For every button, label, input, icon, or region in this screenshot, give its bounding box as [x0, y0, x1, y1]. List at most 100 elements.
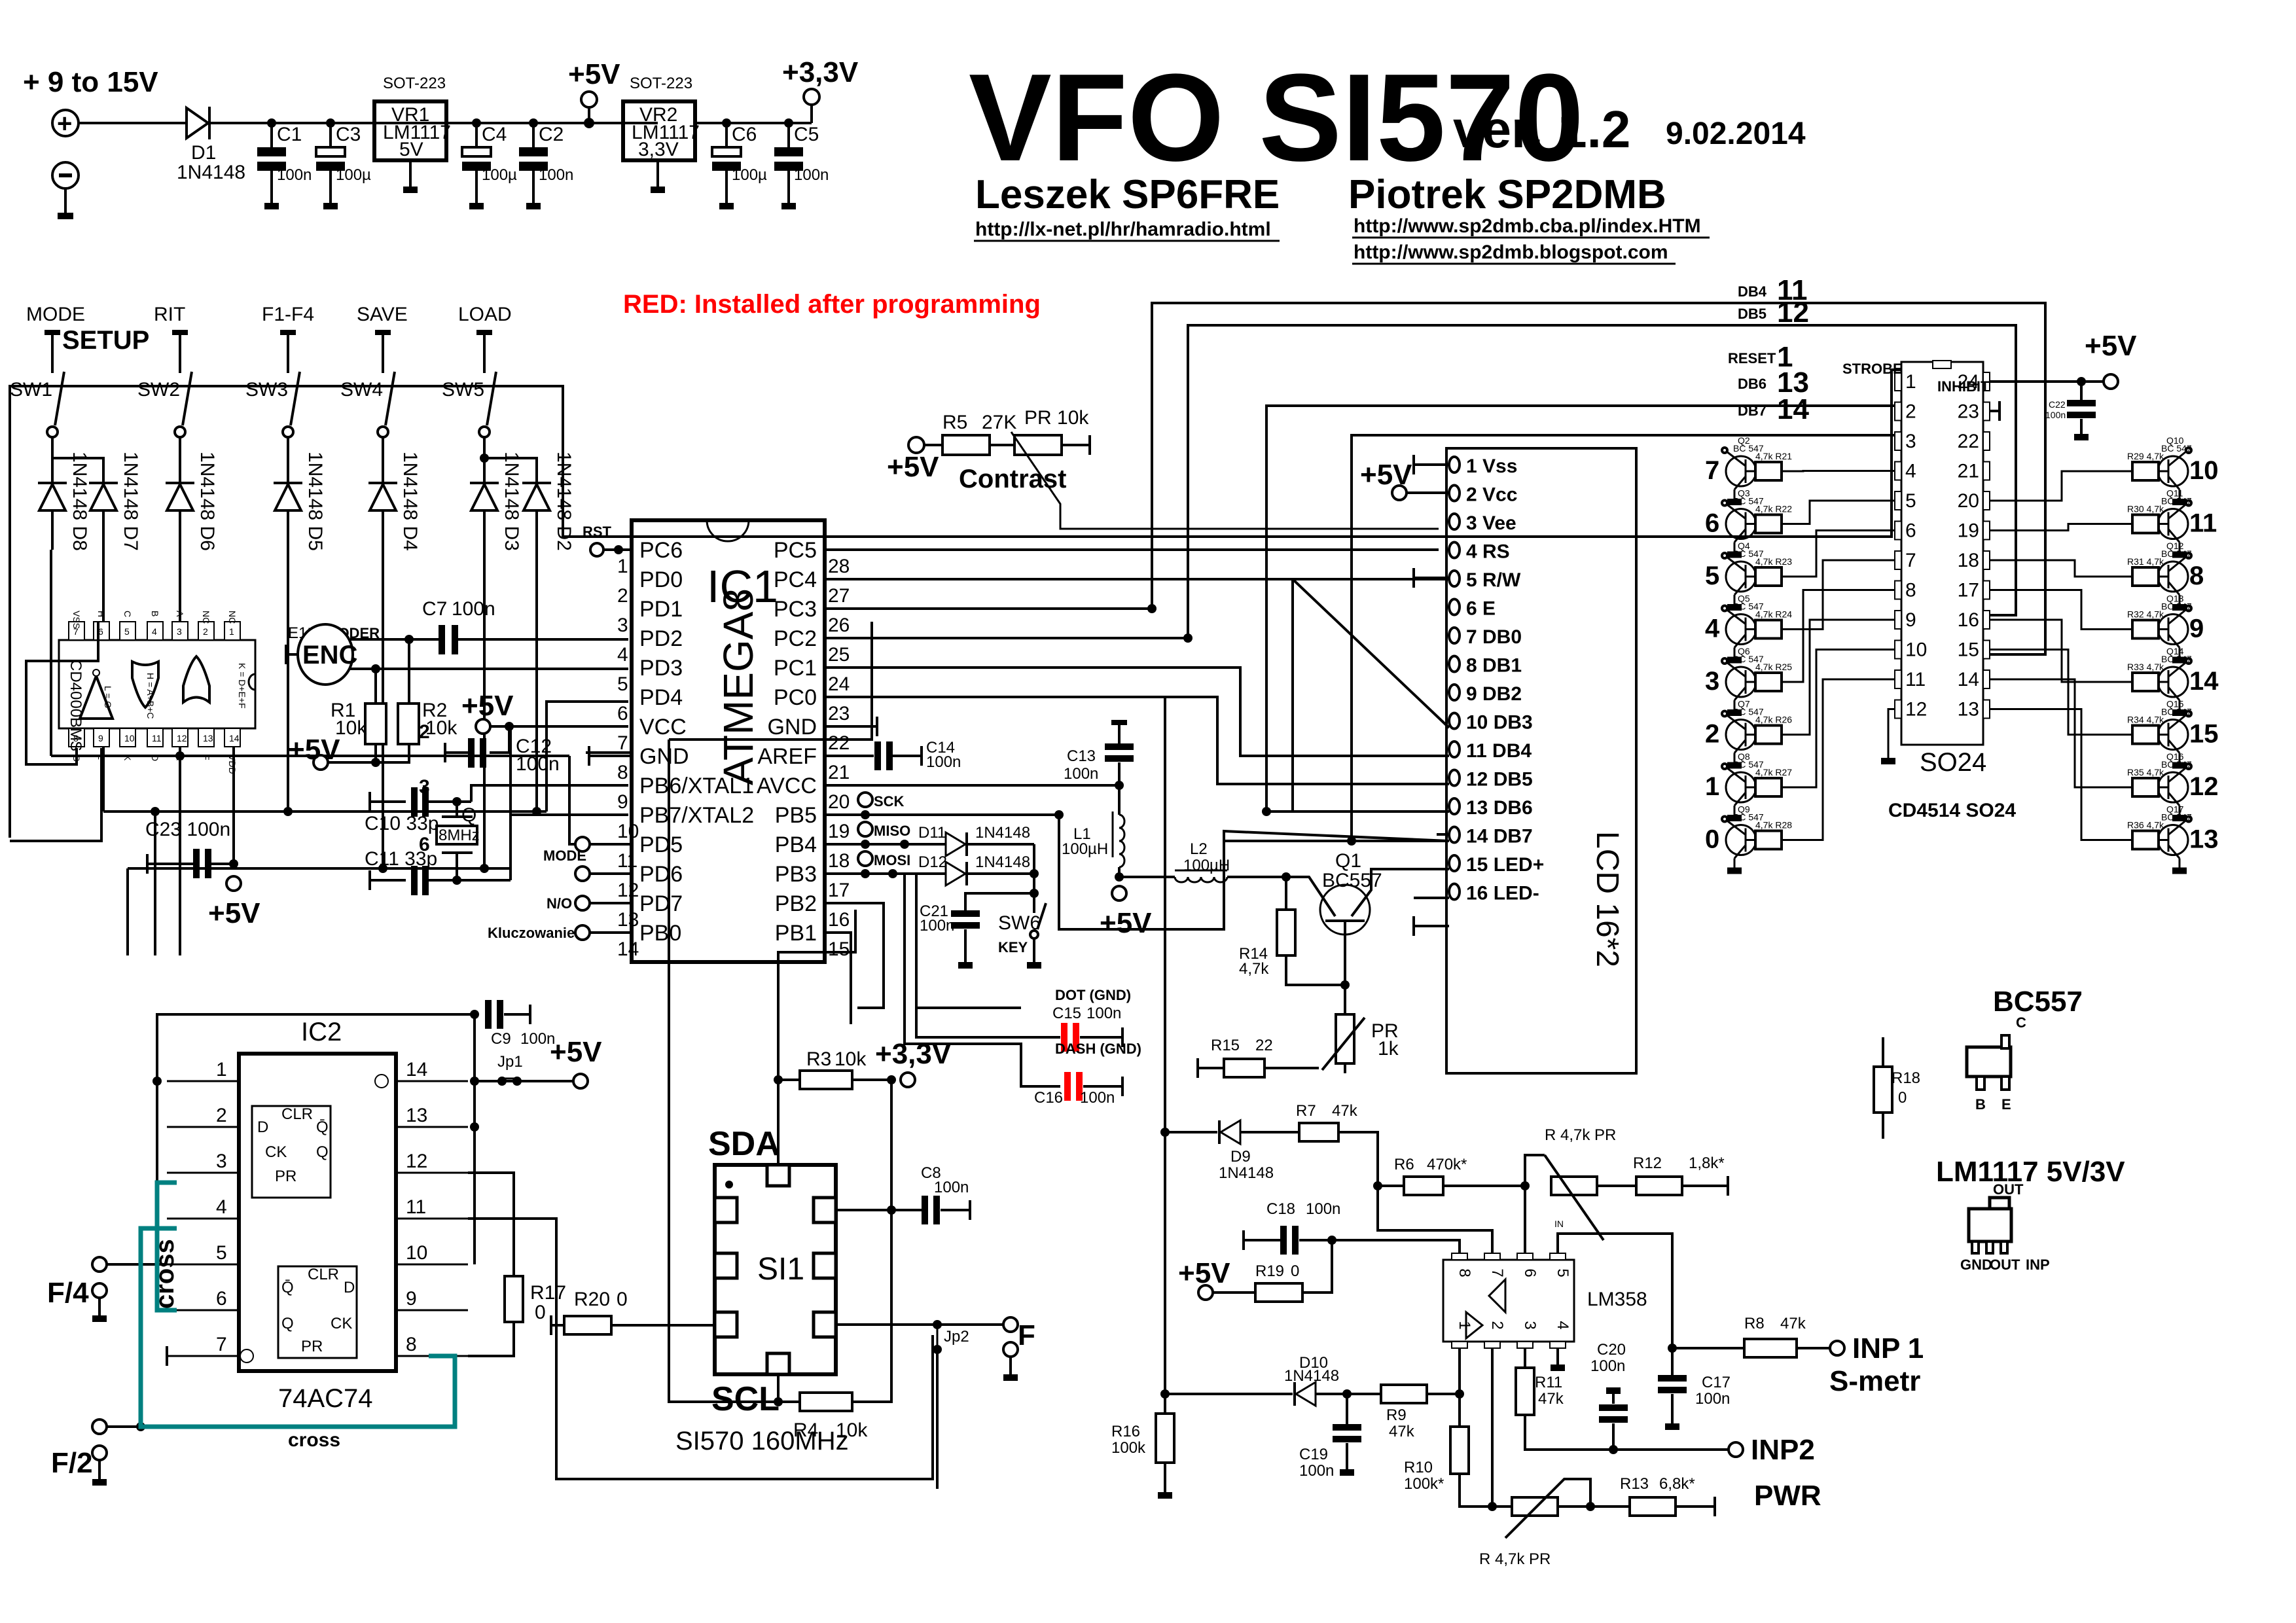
lcd-pin-label: 7 DB0 — [1466, 626, 1522, 648]
r2-value: 10k — [425, 717, 457, 739]
cap-value: 100n — [794, 166, 829, 184]
isp-miso-terminal[interactable] — [857, 821, 874, 838]
equation: L = G — [103, 686, 113, 708]
in-label: IN — [1554, 1219, 1564, 1229]
capacitor-plate — [774, 147, 803, 156]
capacitor-plate — [1599, 1416, 1628, 1423]
ground-icon — [2172, 551, 2187, 558]
isp-mosi-terminal[interactable] — [857, 850, 874, 867]
lcd-pin[interactable] — [1448, 683, 1461, 702]
pin-number: 1 — [1905, 371, 1916, 393]
c15-ref: C15 — [1052, 1005, 1081, 1022]
resistor-label: 4,7k R26 — [1755, 715, 1792, 725]
lcd-pin[interactable] — [1448, 597, 1461, 616]
inp1-terminal[interactable] — [1829, 1340, 1846, 1357]
f2-terminal[interactable] — [91, 1418, 108, 1435]
ff-label: PR — [275, 1168, 296, 1185]
lcd-pin[interactable] — [1448, 512, 1461, 531]
pin-name: PC0 — [774, 685, 817, 710]
capacitor-plate — [922, 1196, 928, 1224]
url-1[interactable]: http://lx-net.pl/hr/hamradio.html — [975, 219, 1271, 240]
contrast-pot[interactable] — [1013, 434, 1063, 456]
vcc-5v-terminal[interactable] — [475, 718, 492, 735]
c20-ref: C20 — [1597, 1341, 1626, 1359]
switch-sw4[interactable] — [384, 371, 396, 426]
lcd-pin[interactable] — [1448, 569, 1461, 588]
plus5v-terminal[interactable] — [312, 754, 329, 771]
cd4514-5v-terminal[interactable] — [2102, 373, 2119, 390]
lcd-pin[interactable] — [1448, 825, 1461, 844]
vcc-terminal[interactable] — [1391, 484, 1408, 501]
key-switch[interactable] — [1036, 902, 1047, 930]
switch-sw5[interactable] — [486, 371, 497, 426]
lcd-pin[interactable] — [1448, 711, 1461, 730]
wire — [903, 874, 1060, 1088]
vr2-package: SOT-223 — [630, 75, 692, 92]
pin-terminal[interactable] — [574, 895, 591, 912]
wire — [852, 1325, 893, 1403]
capacitor-plate — [1292, 1226, 1299, 1255]
pin-pad — [171, 621, 188, 641]
wire — [964, 892, 1034, 911]
f2-gnd-terminal[interactable] — [91, 1444, 108, 1461]
pin-number: 6 — [98, 626, 103, 637]
pin-number: 11 — [1905, 669, 1926, 690]
isp-sck-terminal[interactable] — [857, 791, 874, 808]
pin-pad — [1982, 610, 1990, 630]
inductor-l1 — [1119, 813, 1126, 868]
lcd-pin-label: 16 LED- — [1466, 883, 1539, 904]
diode — [367, 481, 399, 512]
lcd-pin[interactable] — [1448, 882, 1461, 901]
resistor-label: R31 4,7k — [2127, 556, 2164, 567]
pin-number: 10 — [617, 821, 639, 842]
lcd-pin[interactable] — [1448, 626, 1461, 645]
pin-terminal[interactable] — [574, 865, 591, 882]
wire — [10, 748, 103, 842]
lcd-pin[interactable] — [1448, 541, 1461, 560]
wire — [2168, 556, 2187, 573]
pin-terminal[interactable] — [574, 924, 591, 941]
resistor-label: R33 4,7k — [2127, 662, 2164, 672]
url-2[interactable]: http://www.sp2dmb.cba.pl/index.HTM — [1354, 215, 1701, 237]
inp2-terminal[interactable] — [1727, 1441, 1744, 1458]
pin-number: 4 — [1905, 461, 1916, 482]
transistor-part: BC 547 — [1733, 707, 1764, 717]
wire — [1990, 618, 2132, 683]
switch-ref: SW2 — [137, 379, 180, 401]
lcd-pin[interactable] — [1448, 740, 1461, 758]
ground-icon — [469, 203, 484, 209]
lcd-pin[interactable] — [1448, 797, 1461, 815]
pin-pad — [1894, 580, 1902, 600]
ic2-5v-terminal[interactable] — [572, 1073, 589, 1090]
ground-icon — [1606, 1387, 1621, 1394]
switch-sw1[interactable] — [54, 371, 65, 426]
lcd-pin[interactable] — [1448, 854, 1461, 872]
lcd-pin[interactable] — [1448, 768, 1461, 787]
si570-3v3-terminal[interactable] — [899, 1071, 916, 1088]
wire — [1524, 1415, 1728, 1451]
rail-3v3-terminal[interactable] — [802, 88, 821, 106]
pin-number: 18 — [1958, 550, 1979, 571]
rail-5v-terminal[interactable] — [580, 90, 598, 109]
lcd-pin[interactable] — [1448, 484, 1461, 503]
c23-5v-terminal[interactable] — [225, 875, 242, 892]
switch-sw3[interactable] — [289, 371, 301, 426]
f-terminal[interactable] — [1002, 1316, 1019, 1333]
ff-label: D — [344, 1279, 355, 1296]
base-resistor — [1754, 461, 1783, 482]
cd4514-5v-label: +5V — [2085, 330, 2137, 362]
rst-terminal[interactable] — [589, 542, 605, 558]
f4-terminal[interactable] — [91, 1256, 108, 1273]
f-gnd-terminal[interactable] — [1002, 1341, 1019, 1358]
capacitor-plate — [1599, 1404, 1628, 1411]
c12-ref: C12 — [516, 736, 552, 757]
lcd-pin[interactable] — [1448, 654, 1461, 673]
wire — [1726, 661, 1746, 678]
c11-label: C11 33p — [365, 848, 437, 870]
lcd-pin[interactable] — [1448, 455, 1461, 474]
f4-gnd-terminal[interactable] — [91, 1282, 108, 1299]
switch-sw2[interactable] — [181, 371, 193, 426]
l1-5v-terminal[interactable] — [1111, 885, 1128, 902]
pin-number: 11 — [617, 850, 637, 872]
url-3[interactable]: http://www.sp2dmb.blogspot.com — [1354, 241, 1668, 263]
